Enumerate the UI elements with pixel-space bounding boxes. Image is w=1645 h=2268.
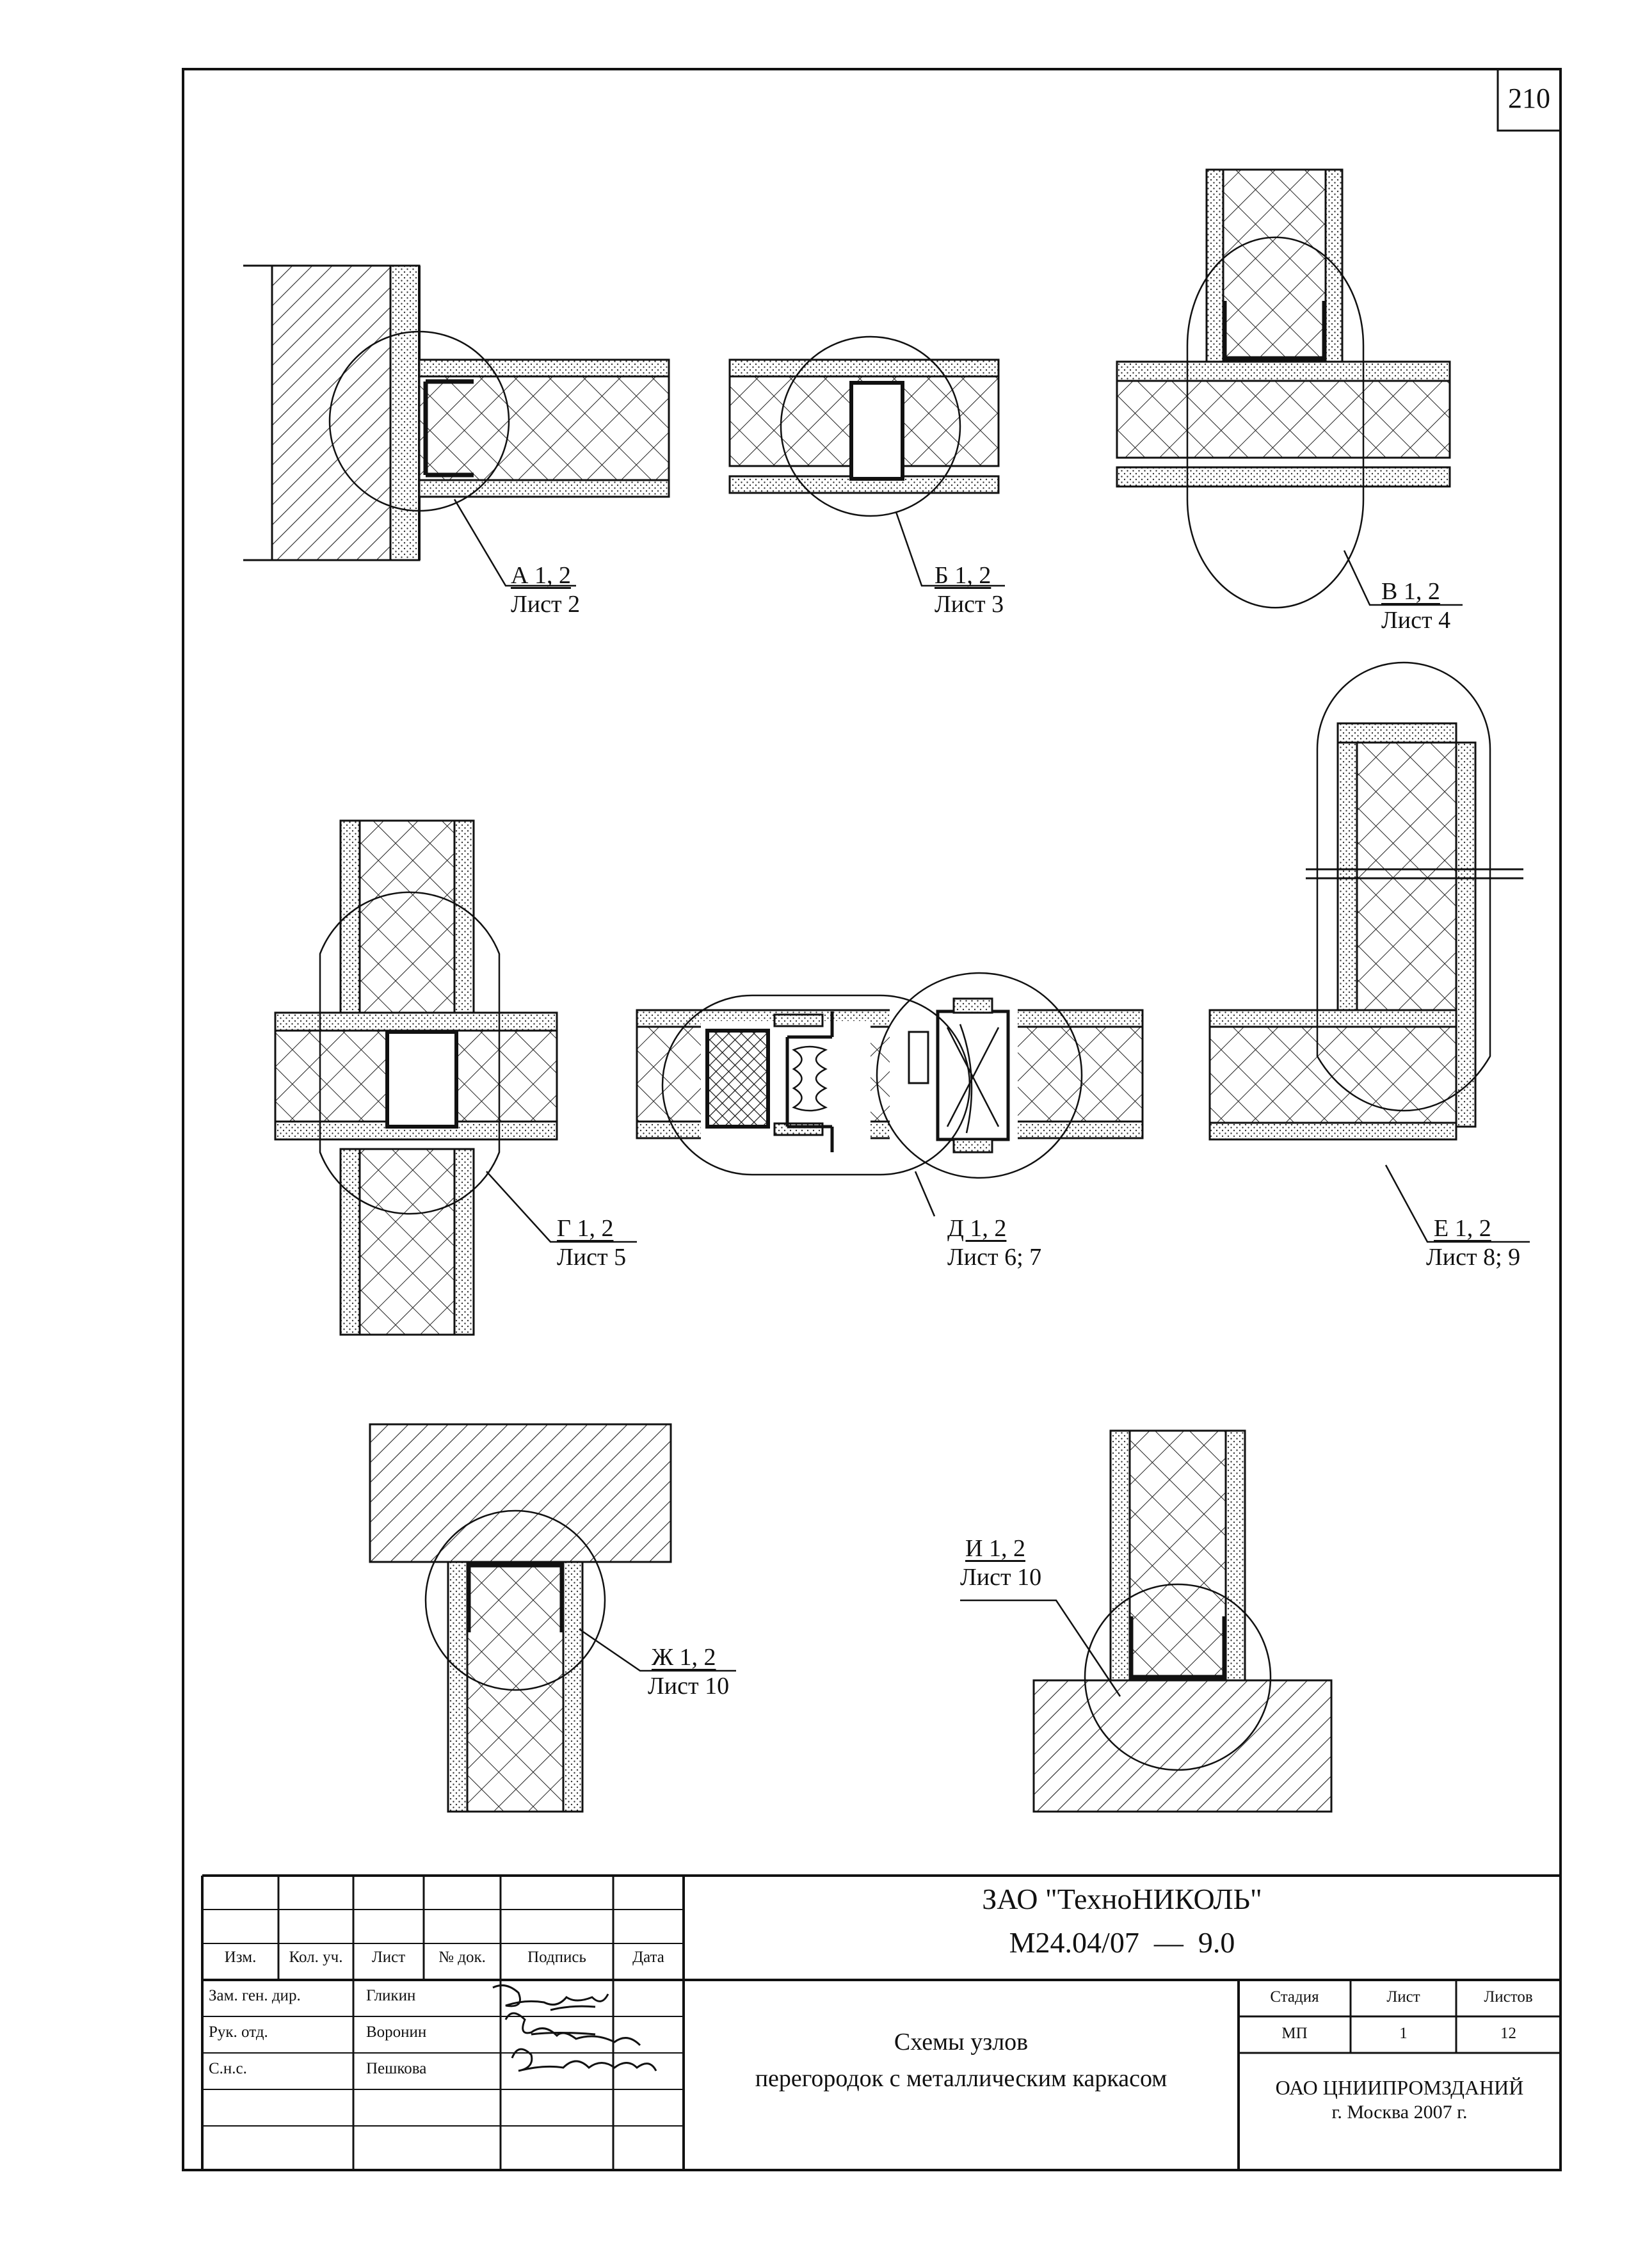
node-a-drawing [243,264,670,587]
node-e-sheet: Лист 8; 9 [1426,1244,1521,1271]
node-i-label: И 1, 2 [965,1535,1025,1562]
sheet-label: Лист [1386,1988,1420,2006]
name-2: Воронин [366,2023,427,2041]
node-zh-sheet: Лист 10 [648,1673,730,1700]
sheets-label: Листов [1484,1988,1533,2006]
node-e-drawing [1208,661,1530,1243]
stage-label: Стадия [1270,1988,1319,2006]
node-i-drawing [960,1429,1333,1813]
node-g-label: Г 1, 2 [557,1215,614,1242]
node-b-drawing [728,335,1005,587]
col-podpis: Подпись [527,1949,586,1966]
company-name: ЗАО "ТехноНИКОЛЬ" [982,1883,1262,1915]
node-g-sheet: Лист 5 [557,1244,627,1271]
node-a-label: А 1, 2 [511,562,571,589]
col-ndoc: № док. [438,1949,486,1966]
drawing-title-line-2: перегородок с металлическим каркасом [755,2065,1168,2092]
sheet-number: 210 [1508,83,1550,114]
node-g-drawing [274,819,637,1336]
role-3: С.н.с. [209,2060,247,2077]
name-3: Пешкова [366,2060,427,2077]
node-b-sheet: Лист 3 [935,591,1004,618]
organization-city-year: г. Москва 2007 г. [1331,2102,1468,2123]
role-2: Рук. отд. [209,2023,268,2041]
node-b-label: Б 1, 2 [935,562,991,589]
signatures [492,1984,657,2072]
col-izm: Изм. [224,1949,257,1966]
node-a-sheet: Лист 2 [511,591,581,618]
sheet-value: 1 [1399,2025,1408,2042]
col-data: Дата [632,1949,664,1966]
node-zh-label: Ж 1, 2 [652,1644,716,1671]
node-v-drawing [1116,168,1463,609]
node-d-drawing [636,972,1144,1217]
sheet-number-box [1497,68,1562,132]
drawing-title-line-1: Схемы узлов [894,2029,1029,2055]
node-i-sheet: Лист 10 [960,1564,1042,1591]
document-code: М24.04/07 — 9.0 [1009,1926,1235,1959]
sheet-frame [182,68,1562,2171]
stage-value: МП [1281,2025,1308,2042]
title-block-grid [201,1874,1561,2170]
col-list: Лист [371,1949,406,1966]
node-v-sheet: Лист 4 [1381,607,1451,634]
node-d-sheet: Лист 6; 7 [947,1244,1042,1271]
organization-name: ОАО ЦНИИПРОМЗДАНИЙ [1275,2076,1524,2099]
node-d-label: Д 1, 2 [947,1215,1007,1242]
node-zh-drawing [369,1423,736,1813]
node-v-label: В 1, 2 [1381,578,1440,605]
name-1: Гликин [366,1987,416,2004]
node-e-label: Е 1, 2 [1434,1215,1491,1242]
col-kol: Кол. уч. [289,1949,343,1966]
role-1: Зам. ген. дир. [209,1987,301,2004]
sheets-value: 12 [1500,2025,1516,2042]
